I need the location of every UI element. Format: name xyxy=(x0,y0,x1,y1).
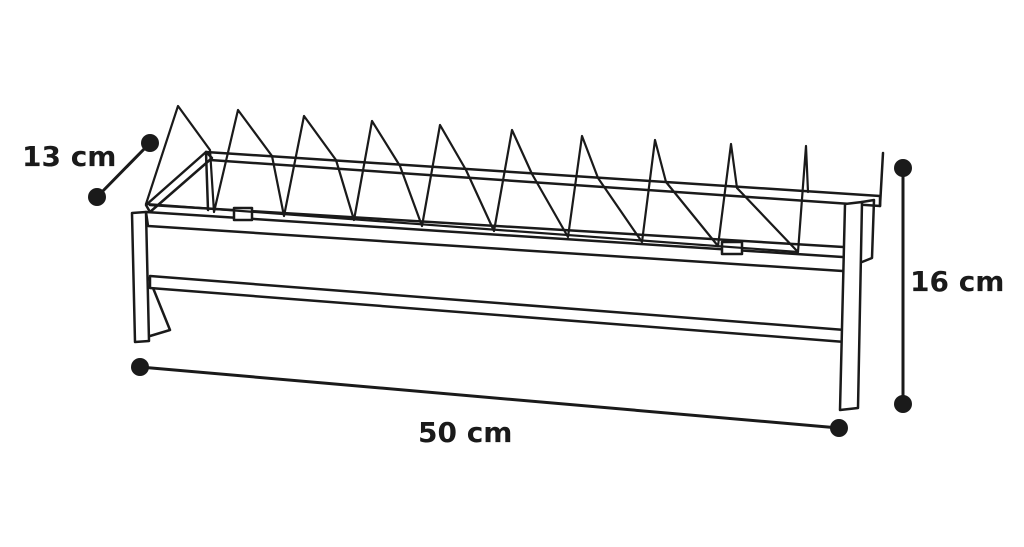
height-label: 16 cm xyxy=(910,265,1005,298)
length-dimension-start-dot xyxy=(131,358,149,376)
right-rear-post xyxy=(878,151,885,208)
right-front-leg xyxy=(838,200,864,412)
depth-label: 13 cm xyxy=(22,140,117,173)
length-label: 50 cm xyxy=(418,416,513,449)
depth-dimension-end-dot xyxy=(141,134,159,152)
depth-dimension: 13 cm xyxy=(22,134,159,206)
wire-grid-bottom xyxy=(144,202,800,254)
depth-dimension-line xyxy=(95,141,152,199)
left-front-leg xyxy=(130,210,151,344)
height-dimension-top-dot xyxy=(894,159,912,177)
wire-grid xyxy=(144,104,810,254)
right-end-panel xyxy=(860,198,876,264)
left-end-panel xyxy=(144,150,214,214)
length-dimension: 50 cm xyxy=(131,358,848,449)
depth-dimension-start-dot xyxy=(88,188,106,206)
lower-rail xyxy=(148,274,847,344)
left-foot xyxy=(147,276,172,338)
length-dimension-end-dot xyxy=(830,419,848,437)
left-end-edge xyxy=(204,150,210,212)
height-dimension: 16 cm xyxy=(894,159,1005,413)
length-dimension-line xyxy=(139,365,840,430)
trough-feeder-illustration xyxy=(130,104,885,412)
trough-back-rim xyxy=(204,150,882,208)
height-dimension-bottom-dot xyxy=(894,395,912,413)
